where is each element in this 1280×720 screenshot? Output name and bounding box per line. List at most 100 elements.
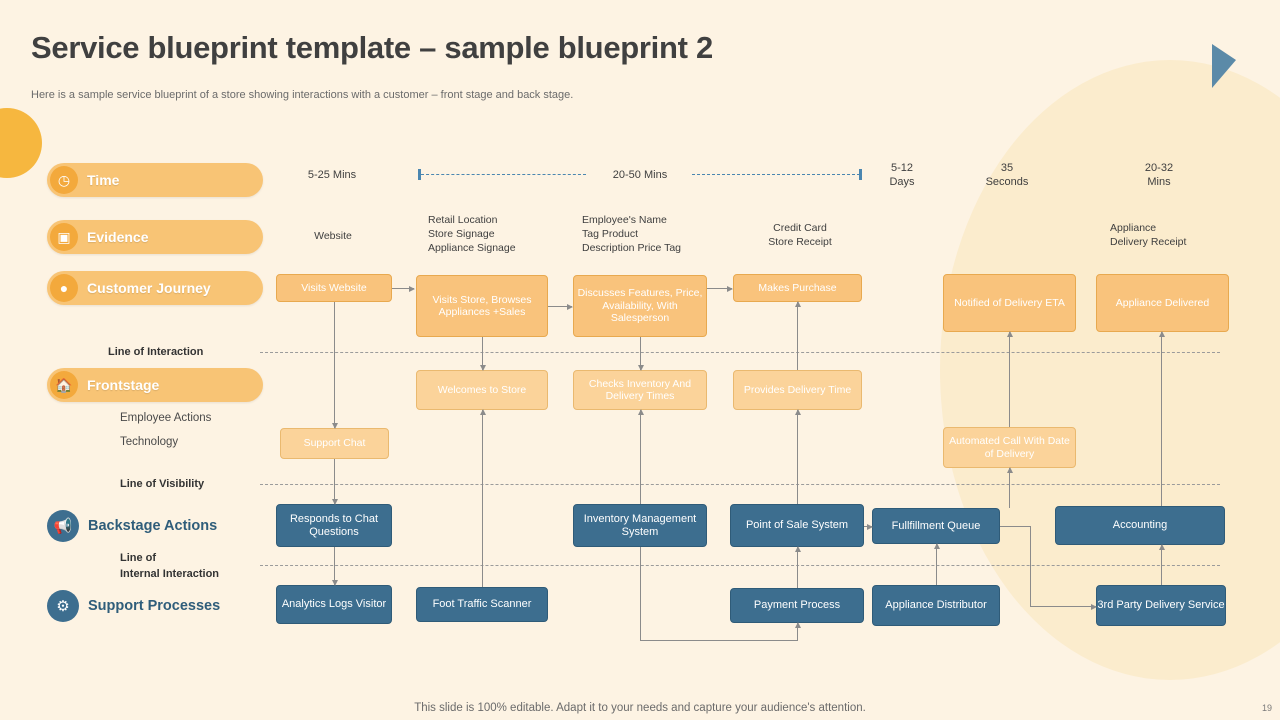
connector-inventory-system-down (640, 547, 641, 640)
evidence-item-4-line1: Credit Card (773, 222, 827, 234)
connector-pos-to-provides (794, 409, 801, 504)
evidence-item-2-line3: Appliance Signage (428, 241, 516, 254)
evidence-item-5-line1: Appliance (1110, 222, 1157, 234)
connector-fullfillment-to-automated-call (1006, 467, 1013, 508)
connector-pos-to-fullfillment (864, 523, 873, 530)
pin-icon: ● (50, 274, 78, 302)
connector-3rd-party-to-accounting (1158, 544, 1165, 585)
connector-support-chat-to-responds (331, 459, 338, 505)
evidence-item-5: Appliance Delivery Receipt (1110, 222, 1240, 250)
frontstage-box-welcomes[interactable]: Welcomes to Store (416, 370, 548, 410)
connector-distributor-to-fullfillment (933, 543, 940, 585)
connector-foot-traffic-to-welcomes (479, 409, 486, 587)
row-label-time[interactable]: ◷ Time (47, 163, 263, 197)
backstage-box-point-of-sale[interactable]: Point of Sale System (730, 504, 864, 547)
row-label-evidence-text: Evidence (87, 229, 149, 245)
time-value-3-line2: Days (889, 175, 915, 188)
row-label-evidence[interactable]: ▣ Evidence (47, 220, 263, 254)
background-triangle (1212, 44, 1236, 88)
gears-icon: ⚙ (47, 590, 79, 622)
time-value-2: 20-50 Mins (612, 169, 668, 181)
line-of-visibility-label: Line of Visibility (120, 478, 205, 490)
evidence-item-2-line2: Store Signage (428, 227, 495, 240)
sub-label-technology: Technology (120, 436, 179, 448)
time-value-5: 20-32 Mins (1112, 162, 1206, 190)
time-value-4-line1: 35 (1000, 162, 1014, 174)
connector-fullfillment-down (1030, 526, 1031, 606)
evidence-item-3-line3: Description Price Tag (582, 241, 682, 254)
time-value-4-line2: Seconds (985, 175, 1029, 188)
customer-journey-box-5[interactable]: Notified of Delivery ETA (943, 274, 1076, 332)
support-box-appliance-distributor[interactable]: Appliance Distributor (872, 585, 1000, 626)
row-label-support[interactable]: ⚙ Support Processes (47, 589, 250, 623)
row-label-backstage[interactable]: 📢 Backstage Actions (47, 509, 250, 543)
frontstage-box-checks-inventory[interactable]: Checks Inventory And Delivery Times (573, 370, 707, 410)
connector-bottom-rail-to-payment (794, 622, 801, 640)
support-box-payment-process[interactable]: Payment Process (730, 588, 864, 623)
customer-journey-box-4[interactable]: Makes Purchase (733, 274, 862, 302)
connector-store-to-welcomes (479, 337, 486, 371)
evidence-item-1: Website (314, 230, 352, 242)
connector-automated-call-to-notified (1006, 331, 1013, 427)
clock-icon: ◷ (50, 166, 78, 194)
backstage-box-responds-chat[interactable]: Responds to Chat Questions (276, 504, 392, 547)
connector-inventory-system-to-checks (637, 409, 644, 504)
line-of-interaction-divider (260, 352, 1220, 353)
connector-website-to-support-chat (331, 302, 338, 429)
row-label-frontstage-text: Frontstage (87, 377, 160, 393)
connector-accounting-to-appliance-delivered (1158, 331, 1165, 506)
timeline-dash-left (421, 174, 586, 175)
backstage-box-accounting[interactable]: Accounting (1055, 506, 1225, 545)
time-value-4: 35 Seconds (960, 162, 1054, 190)
row-label-frontstage[interactable]: 🏠 Frontstage (47, 368, 263, 402)
connector-bottom-rail (640, 640, 798, 641)
connector-discusses-to-checks (637, 337, 644, 371)
page-subtitle: Here is a sample service blueprint of a … (31, 89, 574, 101)
page-number: 19 (1261, 703, 1272, 713)
support-box-analytics[interactable]: Analytics Logs Visitor (276, 585, 392, 624)
evidence-item-4-line2: Store Receipt (768, 235, 832, 248)
frontstage-box-support-chat[interactable]: Support Chat (280, 428, 389, 459)
time-value-5-line2: Mins (1147, 175, 1171, 188)
time-value-3: 5-12 Days (855, 162, 949, 190)
frontstage-box-automated-call[interactable]: Automated Call With Date of Delivery (943, 427, 1076, 468)
line-of-interaction-label: Line of Interaction (108, 346, 204, 358)
evidence-icon: ▣ (50, 223, 78, 251)
time-value-5-line1: 20-32 (1144, 162, 1174, 174)
row-label-backstage-text: Backstage Actions (88, 518, 218, 534)
evidence-item-3: Employee's Name Tag Product Description … (582, 214, 742, 256)
backstage-box-inventory-system[interactable]: Inventory Management System (573, 504, 707, 547)
row-label-time-text: Time (87, 172, 120, 188)
line-of-internal-interaction-label-1: Line of (120, 552, 157, 564)
timeline-cap-left (418, 169, 421, 180)
customer-journey-box-3[interactable]: Discusses Features, Price, Availability,… (573, 275, 707, 337)
row-label-customer-journey-text: Customer Journey (87, 280, 211, 296)
customer-journey-box-6[interactable]: Appliance Delivered (1096, 274, 1229, 332)
connector-responds-to-analytics (331, 547, 338, 586)
connector-provides-to-purchase (794, 301, 801, 370)
backstage-box-fullfillment-queue[interactable]: Fullfillment Queue (872, 508, 1000, 544)
connector-to-3rd-party (1030, 603, 1097, 610)
support-box-3rd-party-delivery[interactable]: 3rd Party Delivery Service (1096, 585, 1226, 626)
evidence-item-2: Retail Location Store Signage Appliance … (428, 214, 578, 256)
row-label-customer-journey[interactable]: ● Customer Journey (47, 271, 263, 305)
footer-note: This slide is 100% editable. Adapt it to… (414, 702, 866, 714)
support-box-foot-traffic[interactable]: Foot Traffic Scanner (416, 587, 548, 622)
connector-website-to-store (392, 285, 415, 292)
megaphone-icon: 📢 (47, 510, 79, 542)
timeline-cap-right (859, 169, 862, 180)
row-label-support-text: Support Processes (88, 598, 221, 614)
connector-fullfillment-right (1000, 526, 1030, 527)
store-icon: 🏠 (50, 371, 78, 399)
evidence-item-4: Credit Card Store Receipt (735, 222, 865, 250)
evidence-item-3-line1: Employee's Name (582, 214, 667, 226)
customer-journey-box-2[interactable]: Visits Store, Browses Appliances +Sales (416, 275, 548, 337)
frontstage-box-provides-delivery-time[interactable]: Provides Delivery Time (733, 370, 862, 410)
evidence-item-5-line2: Delivery Receipt (1110, 235, 1187, 248)
customer-journey-box-1[interactable]: Visits Website (276, 274, 392, 302)
line-of-visibility-divider (260, 484, 1220, 485)
connector-payment-to-pos (794, 546, 801, 588)
evidence-item-3-line2: Tag Product (582, 227, 639, 240)
sub-label-employee-actions: Employee Actions (120, 412, 212, 424)
